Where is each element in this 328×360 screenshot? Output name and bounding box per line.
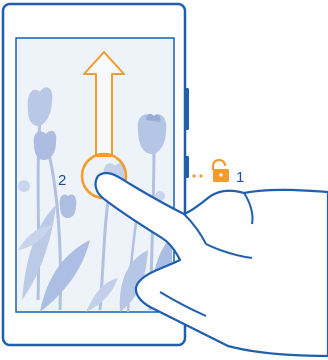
lock-screen[interactable] — [16, 38, 174, 312]
lock-step-label: 1 — [236, 170, 244, 185]
swipe-step-label: 2 — [58, 173, 66, 188]
unlock-icon — [213, 160, 229, 182]
power-button[interactable] — [185, 156, 189, 178]
power-hint — [192, 174, 202, 177]
volume-button — [185, 88, 189, 130]
